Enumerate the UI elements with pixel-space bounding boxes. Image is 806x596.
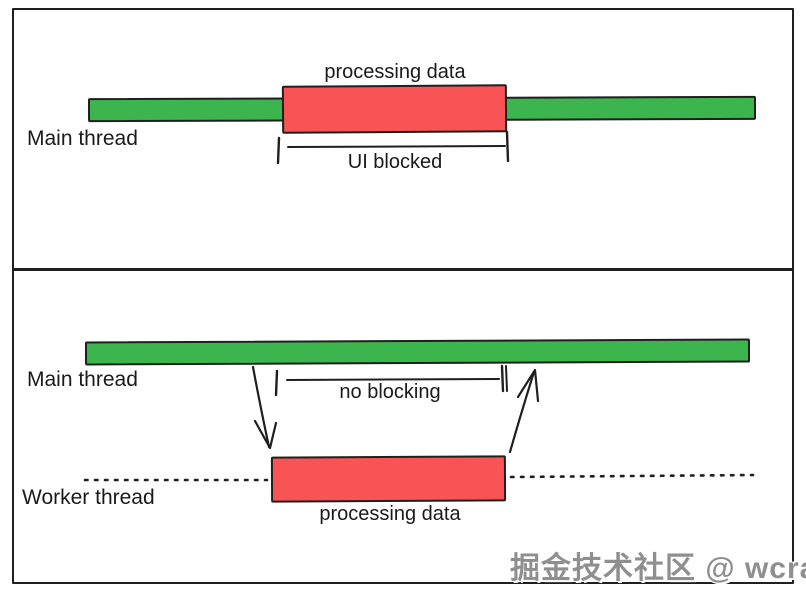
main-thread-label-top: Main thread — [27, 127, 138, 150]
main-thread-bar-bottom — [84, 338, 751, 366]
panel-divider — [12, 268, 794, 271]
diagram-border — [12, 8, 794, 584]
worker-thread-label: Worker thread — [22, 486, 155, 509]
no-blocking-label: no blocking — [339, 381, 441, 403]
processing-data-label-bottom: processing data — [319, 503, 461, 525]
ui-blocked-label: UI blocked — [347, 151, 443, 173]
processing-data-block-bottom — [270, 455, 507, 503]
processing-data-block-top — [281, 84, 508, 134]
main-thread-label-bottom: Main thread — [27, 368, 138, 391]
processing-data-label-top: processing data — [324, 61, 466, 83]
watermark: 掘金技术社区 @ wcrane — [510, 552, 806, 585]
